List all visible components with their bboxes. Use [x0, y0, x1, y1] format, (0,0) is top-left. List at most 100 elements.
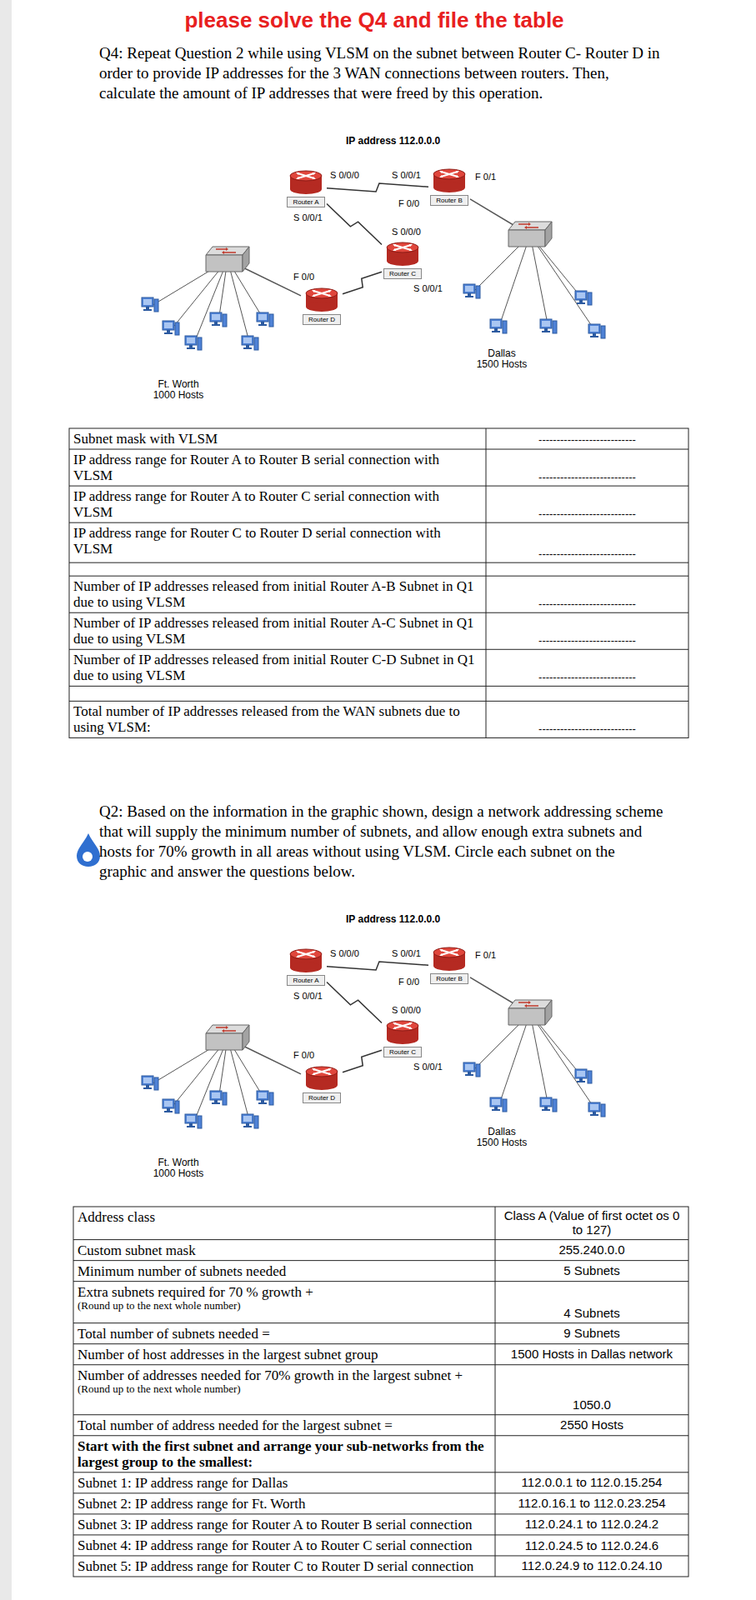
switch-icon — [205, 246, 250, 272]
table-value-cell: 112.0.24.9 to 112.0.24.10 — [498, 1559, 686, 1574]
table-label-cell: Number of addresses needed for 70% growt… — [77, 1367, 491, 1384]
table-label-cell: Extra subnets required for 70 % growth + — [77, 1284, 491, 1301]
interface-label: F 0/1 — [475, 171, 496, 182]
pc-icon — [241, 1114, 259, 1129]
interface-label: S 0/0/1 — [391, 948, 421, 959]
interface-label: F 0/0 — [398, 198, 420, 209]
router-icon: Router C — [381, 240, 424, 280]
ethernet-wires — [150, 199, 597, 346]
table-label-cell: Number of host addresses in the largest … — [77, 1346, 491, 1363]
serial-link — [342, 1050, 382, 1073]
pc-icon — [490, 319, 507, 334]
table-label-cell: Number of IP addresses released from ini… — [73, 578, 482, 611]
table-value-cell: 1050.0 — [498, 1398, 686, 1413]
interface-label: S 0/0/1 — [293, 212, 323, 223]
interface-label: S 0/0/1 — [413, 283, 443, 294]
table-value-cell: 9 Subnets — [498, 1326, 686, 1342]
network-label: Ft. Worth 1000 Hosts — [152, 1157, 205, 1181]
table-label-cell: (Round up to the next whole number) — [77, 1300, 491, 1313]
router-label: Router A — [286, 196, 326, 208]
interface-label: F 0/0 — [398, 976, 420, 987]
pc-icon — [162, 1099, 180, 1114]
router-icon: Router D — [300, 1065, 343, 1104]
table-label-cell: Subnet 2: IP address range for Ft. Worth — [77, 1496, 491, 1512]
router-label: Router C — [383, 1046, 422, 1058]
pc-icon — [463, 284, 481, 299]
answer-blank: --------------------------- — [489, 723, 686, 736]
table-label-cell: Subnet 4: IP address range for Router A … — [77, 1537, 491, 1554]
router-cylinder — [285, 169, 327, 198]
network-label: Ft. Worth 1000 Hosts — [152, 379, 205, 402]
router-cylinder — [428, 167, 471, 196]
table-label-cell: IP address range for Router C to Router … — [73, 525, 482, 557]
pc-icon — [540, 319, 557, 334]
router-icon: Router A — [285, 947, 327, 987]
interface-label: S 0/0/0 — [391, 226, 421, 237]
pc-icon — [575, 1069, 592, 1084]
interface-label: S 0/0/1 — [391, 170, 421, 181]
table-value-cell: 255.240.0.0 — [498, 1243, 686, 1258]
router-cylinder — [381, 1019, 424, 1048]
pc-icon — [588, 324, 606, 339]
table-label-cell: Subnet 3: IP address range for Router A … — [77, 1517, 491, 1533]
serial-link — [326, 183, 429, 192]
network-label: Dallas 1500 Hosts — [475, 348, 528, 371]
table-grid — [73, 1206, 689, 1578]
router-label: Router B — [430, 973, 469, 985]
pc-icon — [463, 1062, 481, 1077]
answer-blank: --------------------------- — [489, 508, 686, 521]
router-label: Router D — [302, 1092, 341, 1104]
router-cylinder — [300, 286, 343, 316]
interface-label: S 0/0/1 — [293, 991, 323, 1002]
switch-icon — [508, 221, 552, 247]
table-label-cell: Subnet mask with VLSM — [73, 430, 482, 447]
table-label-cell: Subnet 5: IP address range for Router C … — [77, 1558, 491, 1575]
table-value-cell: 1500 Hosts in Dallas network — [498, 1347, 686, 1362]
table-label-cell: Subnet 1: IP address range for Dallas — [77, 1475, 491, 1492]
table-label-cell: IP address range for Router A to Router … — [73, 451, 482, 484]
router-label: Router A — [286, 975, 326, 987]
router-icon: Router B — [428, 946, 471, 985]
interface-label: S 0/0/0 — [391, 1005, 421, 1016]
answer-blank: --------------------------- — [489, 434, 686, 447]
interface-label: S 0/0/1 — [413, 1061, 443, 1072]
ip-address-label: IP address 112.0.0.0 — [345, 914, 441, 926]
interface-label: S 0/0/0 — [330, 170, 360, 181]
table-value-cell: 112.0.24.5 to 112.0.24.6 — [498, 1539, 686, 1554]
table-grid — [69, 428, 689, 738]
interface-label: S 0/0/0 — [330, 948, 360, 959]
switch-icon — [508, 1000, 552, 1026]
table-label-cell: Custom subnet mask — [77, 1242, 491, 1259]
interface-label: F 0/0 — [293, 1050, 315, 1061]
network-label: Dallas 1500 Hosts — [475, 1126, 528, 1150]
drop-marker — [76, 833, 101, 867]
serial-link — [326, 961, 429, 971]
router-label: Router D — [302, 314, 341, 326]
interface-label: F 0/1 — [475, 950, 496, 961]
table-value-cell: Class A (Value of first octet os 0 to 12… — [498, 1209, 686, 1238]
router-cylinder — [285, 947, 327, 977]
pc-icon — [185, 335, 202, 351]
table-label-cell: Total number of IP addresses released fr… — [73, 703, 482, 736]
pc-icon — [588, 1102, 606, 1117]
pc-icon — [540, 1097, 557, 1112]
serial-link — [326, 982, 382, 1024]
pc-icon — [185, 1114, 202, 1129]
table-value-cell: 112.0.0.1 to 112.0.15.254 — [498, 1476, 686, 1491]
answer-blank: --------------------------- — [489, 671, 686, 685]
answer-blank: --------------------------- — [489, 548, 686, 561]
question-text: Q2: Based on the information in the grap… — [99, 801, 666, 882]
pc-icon — [256, 1091, 274, 1106]
router-icon: Router C — [381, 1019, 424, 1058]
serial-link — [326, 204, 382, 246]
table-value-cell: 4 Subnets — [498, 1306, 686, 1322]
pc-icon — [210, 1091, 227, 1106]
pc-icon — [490, 1097, 507, 1112]
table-value-cell: 112.0.16.1 to 112.0.23.254 — [498, 1496, 686, 1512]
pc-icon — [575, 290, 592, 306]
pc-icon — [256, 312, 274, 327]
pc-icon — [141, 1076, 159, 1091]
serial-link — [342, 271, 382, 295]
router-icon: Router A — [285, 169, 327, 208]
